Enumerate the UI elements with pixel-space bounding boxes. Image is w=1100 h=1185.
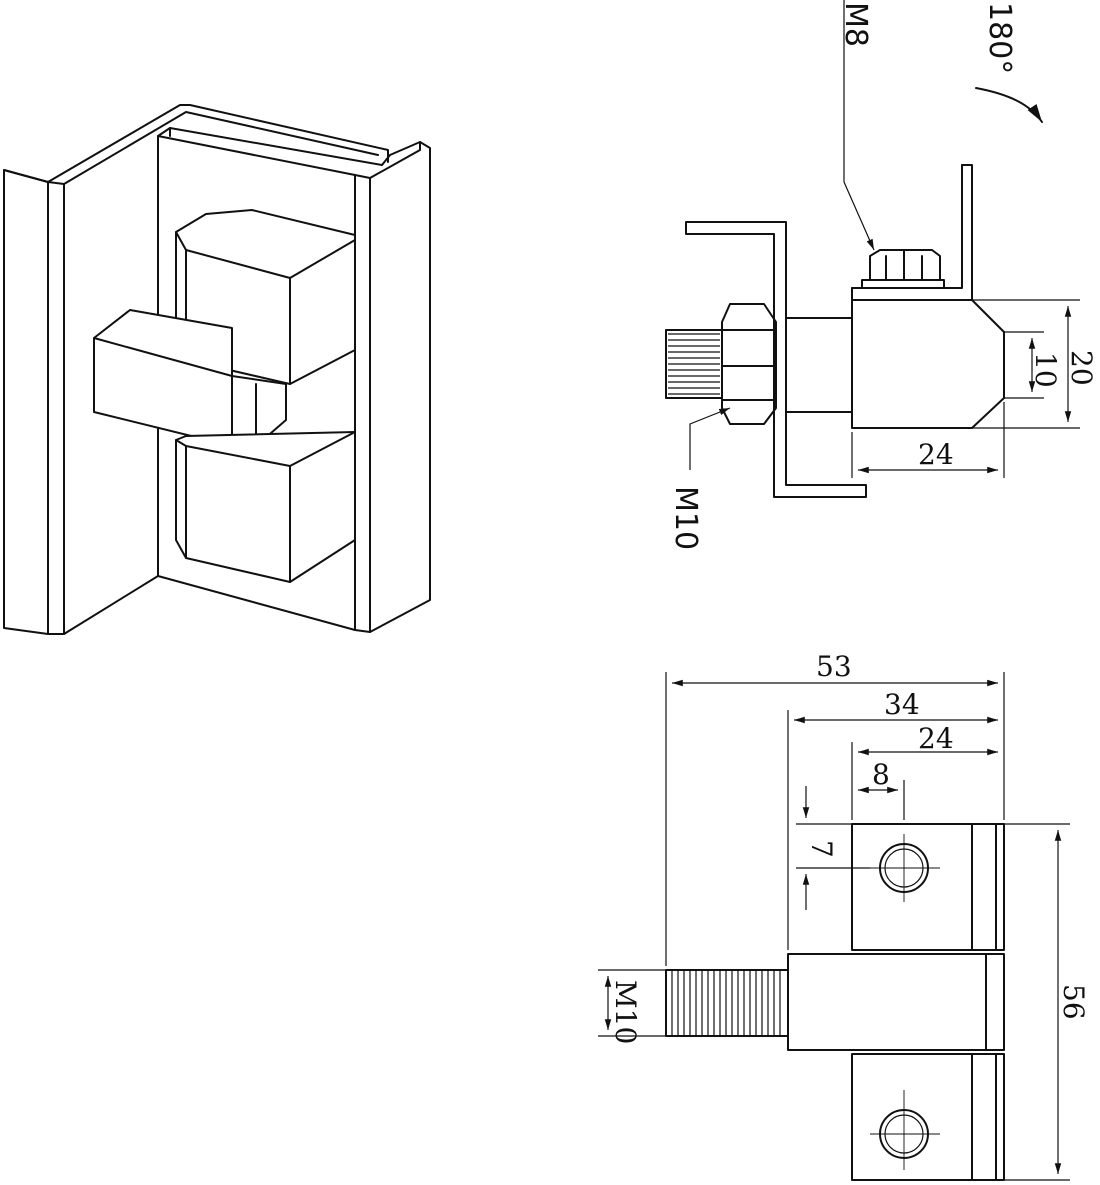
dim-depth: 24 — [918, 438, 954, 471]
label-m10: M10 — [668, 486, 703, 550]
dim-hole-offset: 8 — [872, 758, 890, 791]
top-view: 53 34 24 8 7 M10 56 — [598, 650, 1090, 1181]
side-view: M8 180° M10 20 10 24 — [665, 0, 1098, 550]
dim-height-outer: 20 — [1065, 350, 1098, 386]
dim-hole-spacing: 7 — [805, 840, 838, 858]
dim-overall-height: 56 — [1057, 984, 1090, 1020]
dim-body-length: 34 — [884, 688, 920, 721]
thread-top — [665, 969, 789, 1037]
dim-height-inner: 10 — [1029, 352, 1062, 388]
thread-side — [665, 329, 723, 399]
label-rotation: 180° — [982, 2, 1017, 74]
dim-overall-length: 53 — [816, 650, 852, 683]
isometric-view — [3, 104, 431, 635]
dim-thread: M10 — [609, 980, 642, 1044]
dim-leaf-length: 24 — [918, 722, 954, 755]
label-m8: M8 — [838, 2, 873, 47]
